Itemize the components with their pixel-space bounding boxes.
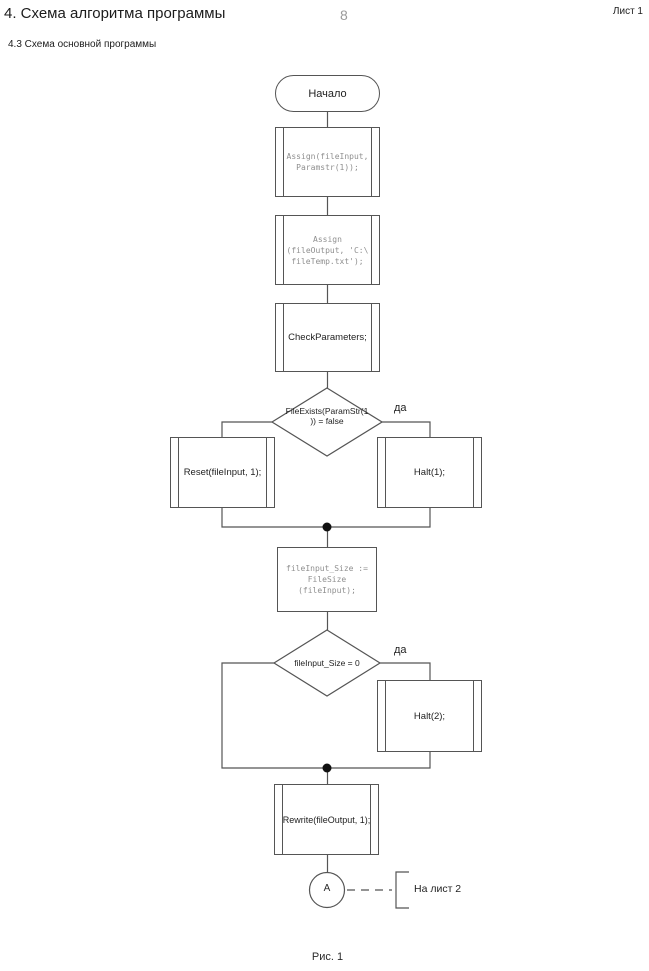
reset-box: Reset(fileInput, 1);	[170, 437, 275, 508]
halt1-box: Halt(1);	[377, 437, 482, 508]
halt2-to-merge	[327, 752, 431, 769]
figure-caption: Рис. 1	[311, 951, 344, 963]
decision2-yes-branch	[380, 662, 431, 680]
check-parameters-label: CheckParameters;	[288, 332, 367, 343]
merge-dot-2	[322, 763, 332, 773]
decision1-condition: FileExists(ParamStr(1 )) = false	[285, 406, 369, 426]
merge-dot-1	[322, 522, 332, 532]
assign-output-code: Assign (fileOutput, 'C:\ fileTemp.txt');	[286, 234, 369, 266]
connector-a-circle	[308, 871, 346, 909]
decision1-yes-label: да	[394, 402, 407, 414]
assign-input-box: Assign(fileInput, Paramstr(1));	[275, 127, 380, 197]
halt2-box: Halt(2);	[377, 680, 482, 752]
reset-to-merge	[221, 508, 327, 528]
decision1-no-branch	[221, 421, 272, 437]
start-label: Начало	[308, 87, 347, 100]
file-size-box: fileInput_Size := FileSize (fileInput);	[277, 547, 377, 612]
page-number: 8	[340, 7, 348, 23]
offpage-bracket	[395, 871, 409, 909]
assign-output-box: Assign (fileOutput, 'C:\ fileTemp.txt');	[275, 215, 380, 285]
reset-label: Reset(fileInput, 1);	[183, 467, 262, 478]
decision1-yes-branch	[382, 421, 431, 437]
decision2-no-branch	[221, 662, 327, 769]
section-subtitle: 4.3 Схема основной программы	[8, 39, 157, 50]
start-terminator: Начало	[275, 75, 380, 112]
offpage-label: На лист 2	[414, 883, 462, 895]
rewrite-label: Rewrite(fileOutput, 1);	[282, 814, 371, 825]
decision2-yes-label: да	[394, 644, 407, 656]
file-size-code: fileInput_Size := FileSize (fileInput);	[286, 564, 368, 595]
connector-a-label: A	[323, 883, 331, 894]
sheet-label: Лист 1	[612, 6, 643, 17]
check-parameters-box: CheckParameters;	[275, 303, 380, 372]
decision1-diamond	[270, 387, 384, 457]
decision2-diamond	[272, 629, 382, 697]
page-title: 4. Схема алгоритма программы	[4, 5, 226, 22]
halt2-label: Halt(2);	[413, 710, 446, 722]
halt1-to-merge	[327, 508, 431, 528]
rewrite-box: Rewrite(fileOutput, 1);	[274, 784, 379, 855]
assign-input-code: Assign(fileInput, Paramstr(1));	[286, 152, 369, 172]
decision2-condition: fileInput_Size = 0	[294, 658, 360, 668]
halt1-label: Halt(1);	[413, 467, 446, 478]
